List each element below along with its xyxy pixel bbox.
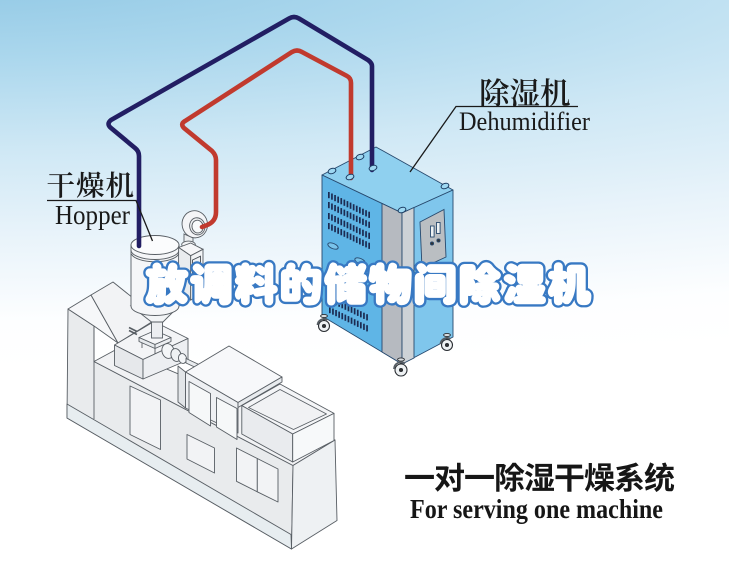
svg-text:For serving one machine: For serving one machine	[410, 493, 663, 524]
svg-text:Hopper: Hopper	[55, 200, 130, 230]
svg-text:Dehumidifier: Dehumidifier	[459, 106, 590, 136]
